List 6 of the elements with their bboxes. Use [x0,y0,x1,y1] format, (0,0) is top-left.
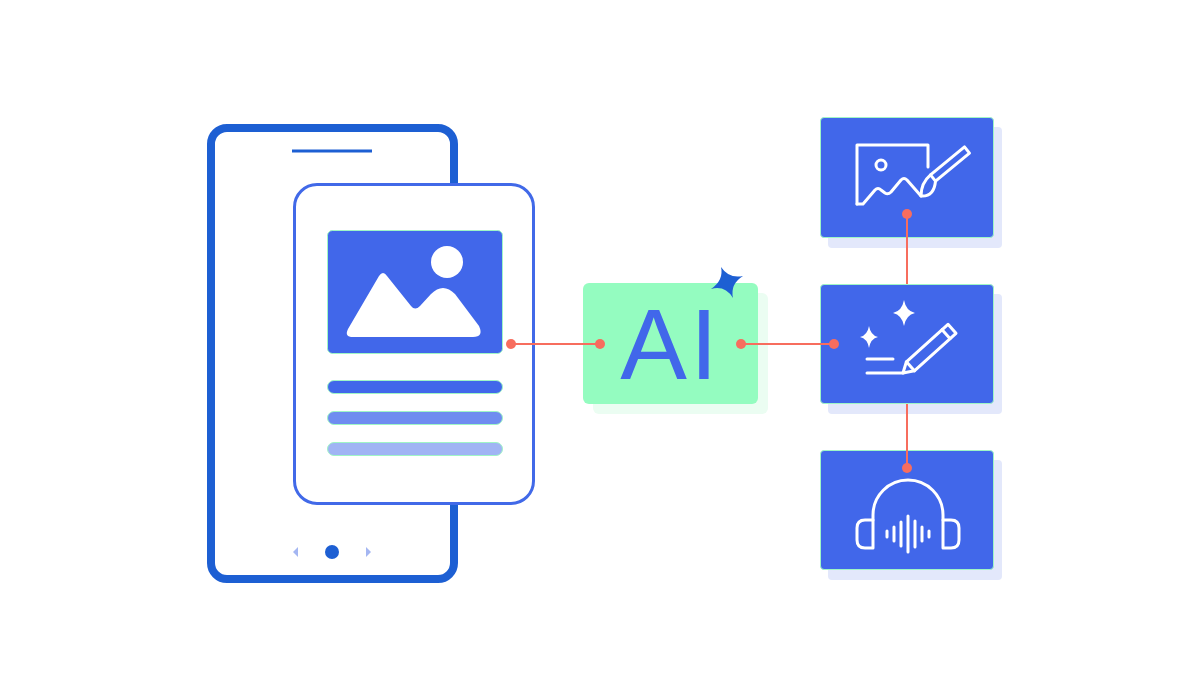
connector [901,208,913,285]
content-card [293,183,535,505]
connector [735,338,840,350]
connector [505,338,606,350]
node-label: AI [620,293,721,394]
connector [901,403,913,474]
